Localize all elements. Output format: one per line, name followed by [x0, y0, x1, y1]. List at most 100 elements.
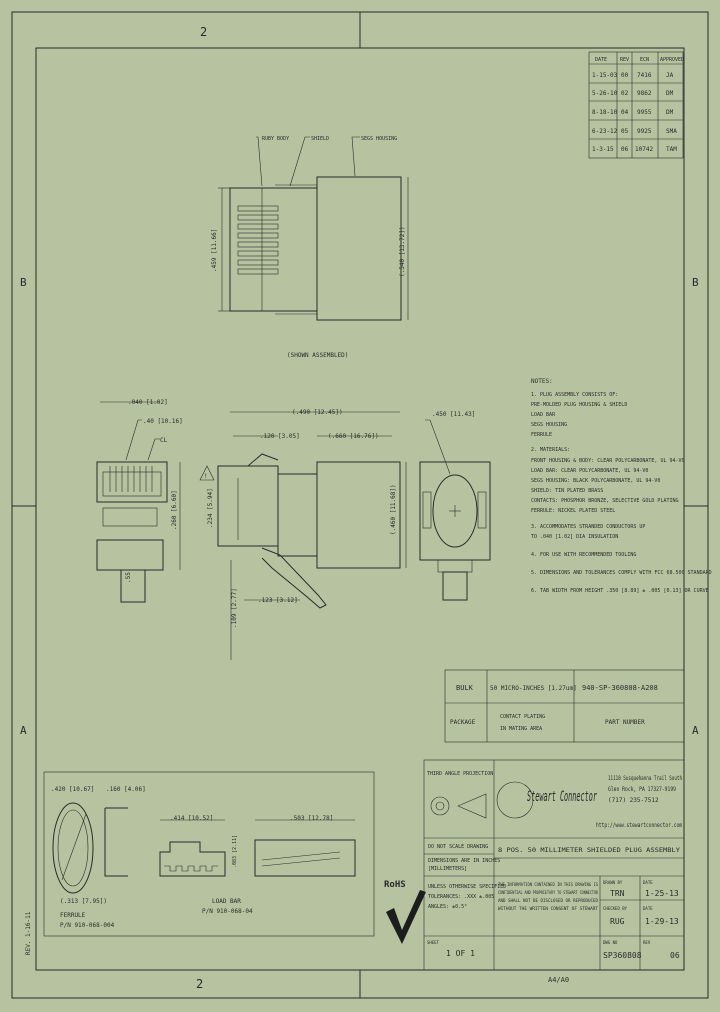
proprietary-4: WITHOUT THE WRITTEN CONSENT OF STEWART — [498, 906, 599, 911]
top-dim-left: .459 [11.66] — [211, 229, 218, 272]
side-dim-e: .123 [3.12] — [258, 597, 298, 604]
zone-label-top: 2 — [200, 25, 207, 39]
note-line: LOAD BAR: CLEAR POLYCARBONATE, UL 94-V0 — [531, 468, 648, 474]
sheet-value: 1 OF 1 — [446, 949, 475, 958]
drawn-by-label: DRAWN BY — [603, 880, 623, 885]
dim-note-1: DIMENSIONS ARE IN INCHES — [428, 858, 500, 864]
label-shield: SHIELD — [311, 136, 329, 142]
side-dim-b: (.660 [16.76]) — [328, 433, 379, 440]
svg-text:06: 06 — [621, 146, 629, 153]
front-dim-height: .260 [6.60] — [171, 490, 178, 530]
svg-text:04: 04 — [621, 109, 629, 116]
svg-text:DM: DM — [666, 90, 674, 97]
part-number-value: 940-SP-360808-A208 — [582, 684, 658, 692]
ferrule-dim-1: .420 [10.67] — [51, 786, 94, 793]
notes-block: NOTES: 1. PLUG ASSEMBLY CONSISTS OF: PRE… — [531, 378, 712, 594]
note-line: 2. MATERIALS: — [531, 447, 570, 453]
svg-text:9925: 9925 — [637, 128, 652, 135]
tol-note-1: UNLESS OTHERWISE SPECIFIED — [428, 884, 506, 890]
label-segs-housing: SEGS HOUSING — [361, 136, 397, 142]
ferrule-view: .420 [10.67] .160 [4.06] (.313 [7.95]) F… — [43, 771, 375, 937]
loadbar-part-number: P/N 910-068-04 — [202, 908, 253, 915]
svg-text:DM: DM — [666, 109, 674, 116]
rev-header-approved: APPROVED — [660, 57, 684, 63]
note-line: 4. FOR USE WITH RECOMMENDED TOOLING — [531, 552, 636, 558]
loadbar-dim-1: .414 [10.52] — [170, 815, 213, 822]
front-dim-cl: CL — [160, 437, 168, 444]
company-logo-text: Stewart Connector — [527, 789, 597, 805]
ferrule-part-number: P/N 910-068-004 — [60, 922, 115, 929]
svg-text:02: 02 — [621, 90, 629, 97]
tol-note-2: TOLERANCES: .XXX ±.005 — [428, 894, 494, 900]
svg-text:5-26-10: 5-26-10 — [592, 90, 618, 97]
note-line: FERRULE — [531, 432, 552, 438]
zone-label-right-b: B — [692, 276, 699, 289]
svg-text:6-23-12: 6-23-12 — [592, 128, 618, 135]
loadbar-dim-3: .503 [12.78] — [290, 815, 333, 822]
notes-title: NOTES: — [531, 378, 553, 385]
rev-header-ecn: ECN — [640, 57, 649, 63]
rohs-check-icon — [386, 890, 426, 944]
dwg-no-label: DWG NO — [603, 940, 618, 945]
loadbar-dim-2: .083 [2.11] — [232, 835, 238, 868]
svg-text:SMA: SMA — [666, 128, 677, 135]
note-line: 5. DIMENSIONS AND TOLERANCES COMPLY WITH… — [531, 570, 712, 576]
note-line: SEGS HOUSING — [531, 422, 567, 428]
checked-by-value: RUG — [610, 917, 625, 926]
proprietary-1: THE INFORMATION CONTAINED IN THIS DRAWIN… — [498, 882, 599, 887]
end-dim: .450 [11.43] — [432, 411, 475, 418]
top-dim-right: (.540 [13.72]) — [399, 226, 406, 277]
side-dim-a: .120 [3.05] — [260, 433, 300, 440]
top-view-caption: (SHOWN ASSEMBLED) — [287, 352, 348, 359]
projection-label: THIRD ANGLE PROJECTION — [427, 771, 493, 777]
sheet-label: SHEET — [427, 940, 440, 945]
svg-text:10742: 10742 — [635, 146, 653, 153]
company-web: http://www.stewartconnector.com — [596, 822, 682, 829]
sheet-size: A4/A0 — [548, 976, 569, 984]
date-value-2: 1-29-13 — [645, 917, 679, 926]
ferrule-dim-2: .160 [4.06] — [106, 786, 146, 793]
note-line: CONTACTS: PHOSPHOR BRONZE, SELECTIVE GOL… — [531, 498, 679, 504]
ferrule-label: FERRULE — [60, 912, 86, 919]
date-label-1: DATE — [643, 880, 653, 885]
top-view-assembled: .459 [11.66] (.540 [13.72]) RUBY BODY SH… — [211, 136, 409, 359]
part-number-table: BULK 50 MICRO-INCHES [1.27um] 940-SP-360… — [444, 669, 685, 743]
company-phone: (717) 235-7512 — [608, 797, 659, 804]
note-line: FERRULE: NICKEL PLATED STEEL — [531, 508, 615, 514]
svg-text:1-3-15: 1-3-15 — [592, 146, 614, 153]
note-line: 6. TAB WIDTH FROM HEIGHT .350 [8.89] ± .… — [531, 588, 709, 594]
front-dim-bottom: .55 — [125, 572, 132, 583]
plating-header: CONTACT PLATING — [500, 714, 545, 720]
svg-text:8-18-10: 8-18-10 — [592, 109, 618, 116]
note-line: SEGS HOUSING: BLACK POLYCARBONATE, UL 94… — [531, 478, 660, 484]
rev-header-rev: REV — [620, 57, 629, 63]
revision-table: DATE REV ECN APPROVED 1-15-03 00 7416 JA… — [588, 51, 684, 159]
company-address-1: 11118 Susquehanna Trail South — [608, 775, 682, 782]
svg-text:9955: 9955 — [637, 109, 652, 116]
package-header: PACKAGE — [450, 719, 476, 726]
tol-note-3: ANGLES: ±0.5° — [428, 904, 467, 910]
dwg-no-value: SP360808 — [603, 951, 642, 960]
rev-row: 8-18-10 04 9955 DM — [592, 109, 674, 116]
plating-header-2: IN MATING AREA — [500, 726, 542, 732]
rev-header-date: DATE — [595, 57, 607, 63]
svg-text:1-15-03: 1-15-03 — [592, 72, 618, 79]
date-value-1: 1-25-13 — [645, 889, 679, 898]
front-dim-top: .040 [1.02] — [128, 399, 168, 406]
load-bar-view: .414 [10.52] .083 [2.11] .503 [12.78] LO… — [159, 815, 356, 915]
end-view: .450 [11.43] — [419, 411, 491, 601]
loadbar-label: LOAD BAR — [212, 898, 241, 905]
svg-text:TAM: TAM — [666, 146, 677, 153]
svg-text:7416: 7416 — [637, 72, 652, 79]
revision-side-text: REV. 1-16-11 — [25, 911, 32, 955]
rev-value: 06 — [670, 951, 680, 960]
side-dim-overall: (.490 [12.45]) — [292, 409, 343, 416]
note-line: PRE-MOLDED PLUG HOUSING & SHIELD — [531, 402, 627, 408]
plating-value: 50 MICRO-INCHES [1.27um] — [490, 685, 577, 692]
checked-by-label: CHECKED BY — [603, 906, 628, 911]
package-value: BULK — [456, 684, 474, 692]
title-block: THIRD ANGLE PROJECTION Stewart Connector… — [423, 759, 685, 984]
ferrule-dim-3: (.313 [7.95]) — [60, 898, 107, 905]
note-line: TO .040 [1.02] DIA INSULATION — [531, 534, 618, 540]
note-line: 3. ACCOMMODATES STRANDED CONDUCTORS UP — [531, 524, 645, 530]
